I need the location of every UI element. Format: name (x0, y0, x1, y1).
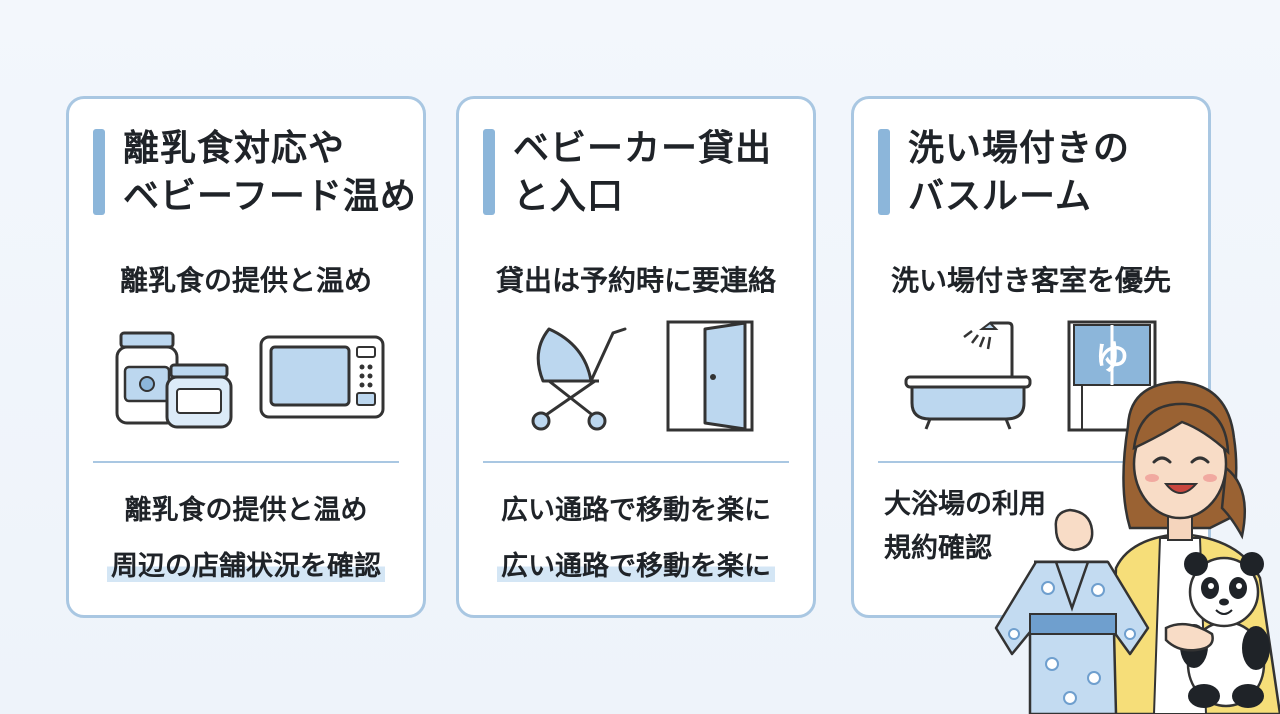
card-accent-bar (93, 129, 105, 215)
baby-food-jar-icon (115, 331, 233, 429)
card-subtitle: 貸出は予約時に要連絡 (495, 264, 776, 297)
card-title: 離乳食対応や ベビーフード温め (123, 125, 417, 221)
bathtub-shower-icon (904, 321, 1032, 430)
card-accent-bar (483, 129, 495, 215)
card-notes: 広い通路で移動を楽に 広い通路で移動を楽に (459, 483, 813, 595)
stroller-icon (531, 327, 627, 431)
card-note: 離乳食の提供と温め (124, 495, 368, 526)
card-title: ベビーカー貸出 と入口 (513, 125, 772, 221)
card-note-highlighted: 周辺の店舗状況を確認 (69, 539, 423, 595)
card-note: 大浴場の利用 (884, 489, 1046, 520)
card-title-line2: と入口 (513, 176, 625, 217)
card-subtitle: 洗い場付き客室を優先 (890, 264, 1171, 297)
card-title-line2: ベビーフード温め (123, 176, 417, 217)
card-subtitle: 離乳食の提供と温め (119, 264, 372, 297)
microwave-icon (259, 335, 385, 419)
card-title-line1: ベビーカー貸出 (513, 128, 773, 169)
card-title-line2: バスルーム (908, 176, 1092, 217)
card-title: 洗い場付きの バスルーム (908, 125, 1130, 221)
card-notes: 大浴場の利用 規約確認 (884, 483, 1208, 571)
card-title-line1: 離乳食対応や (123, 128, 346, 169)
card-icons: ゆ (854, 317, 1208, 445)
door-icon (666, 320, 754, 432)
curtain-glyph: ゆ (1095, 338, 1129, 378)
woman-with-yukata-and-panda-illustration (994, 380, 1280, 714)
card-stroller: ベビーカー貸出 と入口 貸出は予約時に要連絡 広い通路で移動を楽に 広い通路で移… (456, 96, 816, 618)
card-note-highlighted: 広い通路で移動を楽に (459, 539, 813, 595)
hand (1054, 508, 1094, 552)
card-icons (69, 317, 423, 445)
card-note: 規約確認 (884, 533, 992, 564)
card-accent-bar (878, 129, 890, 215)
card-title-line1: 洗い場付きの (908, 128, 1131, 169)
card-icons (459, 317, 813, 445)
yukata-icon (994, 524, 1150, 714)
panda-plush-icon (1180, 552, 1270, 708)
card-notes: 離乳食の提供と温め 周辺の店舗状況を確認 (69, 483, 423, 595)
card-divider (93, 461, 399, 463)
card-divider (483, 461, 789, 463)
card-note: 広い通路で移動を楽に (501, 495, 771, 526)
card-bathroom: 洗い場付きの バスルーム 洗い場付き客室を優先 ゆ 大浴場の利用 規約確認 (851, 96, 1211, 618)
card-divider (878, 461, 1184, 463)
card-baby-food: 離乳食対応や ベビーフード温め 離乳食の提供と温め 離乳食の提供と温め 周辺の店… (66, 96, 426, 618)
